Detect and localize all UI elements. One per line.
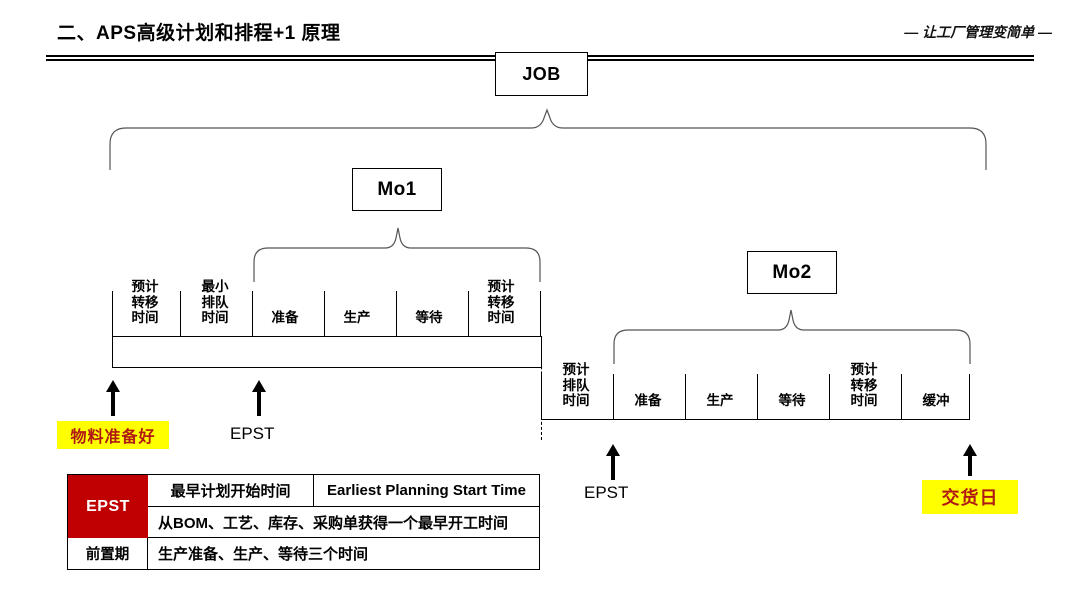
row2-cell-label-0: 预计 排队 时间 xyxy=(562,362,590,408)
row1-bar xyxy=(112,336,542,368)
row1-cell-label-4: 等待 xyxy=(415,310,443,325)
row1-arrow-epst xyxy=(251,380,267,416)
row1-cell-label-5: 预计 转移 时间 xyxy=(487,279,515,325)
row1-sep-3 xyxy=(324,291,326,336)
node-job[interactable]: JOB xyxy=(495,52,588,96)
row2-cell-label-1: 准备 xyxy=(634,393,662,408)
legend-epst-desc: 从BOM、工艺、库存、采购单获得一个最早开工时间 xyxy=(148,507,539,538)
row2-arrow-delivery-date xyxy=(962,444,978,476)
row2-sep-0 xyxy=(541,374,543,419)
legend-leadtime-abbr: 前置期 xyxy=(68,538,148,569)
page-title: 二、APS高级计划和排程+1 原理 xyxy=(57,23,341,44)
row2-sep-4 xyxy=(829,374,831,419)
timeline-row-mo1: 预计 转移 时间 最小 排队 时间 准备 生产 等待 预计 转移 时间 xyxy=(112,279,542,375)
label-row2-epst: EPST xyxy=(584,483,629,502)
row1-sep-5 xyxy=(468,291,470,336)
legend-epst-cn: 最早计划开始时间 xyxy=(148,475,314,507)
row2-sep-3 xyxy=(757,374,759,419)
row1-sep-6 xyxy=(540,291,542,336)
row2-sep-1 xyxy=(613,374,615,419)
legend-epst-abbr: EPST xyxy=(68,475,148,538)
timeline-row-mo2: 预计 排队 时间 准备 生产 等待 预计 转移 时间 缓冲 xyxy=(541,362,971,458)
row2-sep-5 xyxy=(901,374,903,419)
slide-tagline: — 让工厂管理变简单 — xyxy=(904,24,1052,40)
row1-cell-label-0: 预计 转移 时间 xyxy=(131,279,159,325)
row2-arrow-epst xyxy=(605,444,621,480)
legend-table: EPST 前置期 最早计划开始时间 Earliest Planning Star… xyxy=(67,474,540,570)
brace-mo1 xyxy=(253,227,541,282)
node-mo1[interactable]: Mo1 xyxy=(352,168,442,211)
row1-sep-1 xyxy=(180,291,182,336)
row1-cell-label-3: 生产 xyxy=(343,310,371,325)
label-row1-epst: EPST xyxy=(230,424,275,443)
node-mo2[interactable]: Mo2 xyxy=(747,251,837,294)
row1-arrow-material-ready xyxy=(105,380,121,416)
row2-cell-label-3: 等待 xyxy=(778,393,806,408)
legend-leadtime-desc: 生产准备、生产、等待三个时间 xyxy=(158,546,369,563)
brace-job xyxy=(109,108,987,170)
row2-cell-label-4: 预计 转移 时间 xyxy=(850,362,878,408)
legend-epst-en: Earliest Planning Start Time xyxy=(314,475,539,507)
row1-sep-4 xyxy=(396,291,398,336)
row2-cell-label-2: 生产 xyxy=(706,393,734,408)
row1-cell-label-1: 最小 排队 时间 xyxy=(201,279,229,325)
row2-sep-2 xyxy=(685,374,687,419)
brace-mo2 xyxy=(613,309,971,364)
row2-bar xyxy=(541,419,970,421)
row1-cell-label-2: 准备 xyxy=(271,310,299,325)
label-material-ready: 物料准备好 xyxy=(57,421,169,449)
label-delivery-date: 交货日 xyxy=(922,480,1018,514)
row2-sep-6 xyxy=(969,374,971,419)
row2-cell-label-5: 缓冲 xyxy=(922,393,950,408)
row1-sep-0 xyxy=(112,291,114,336)
row1-sep-2 xyxy=(252,291,254,336)
